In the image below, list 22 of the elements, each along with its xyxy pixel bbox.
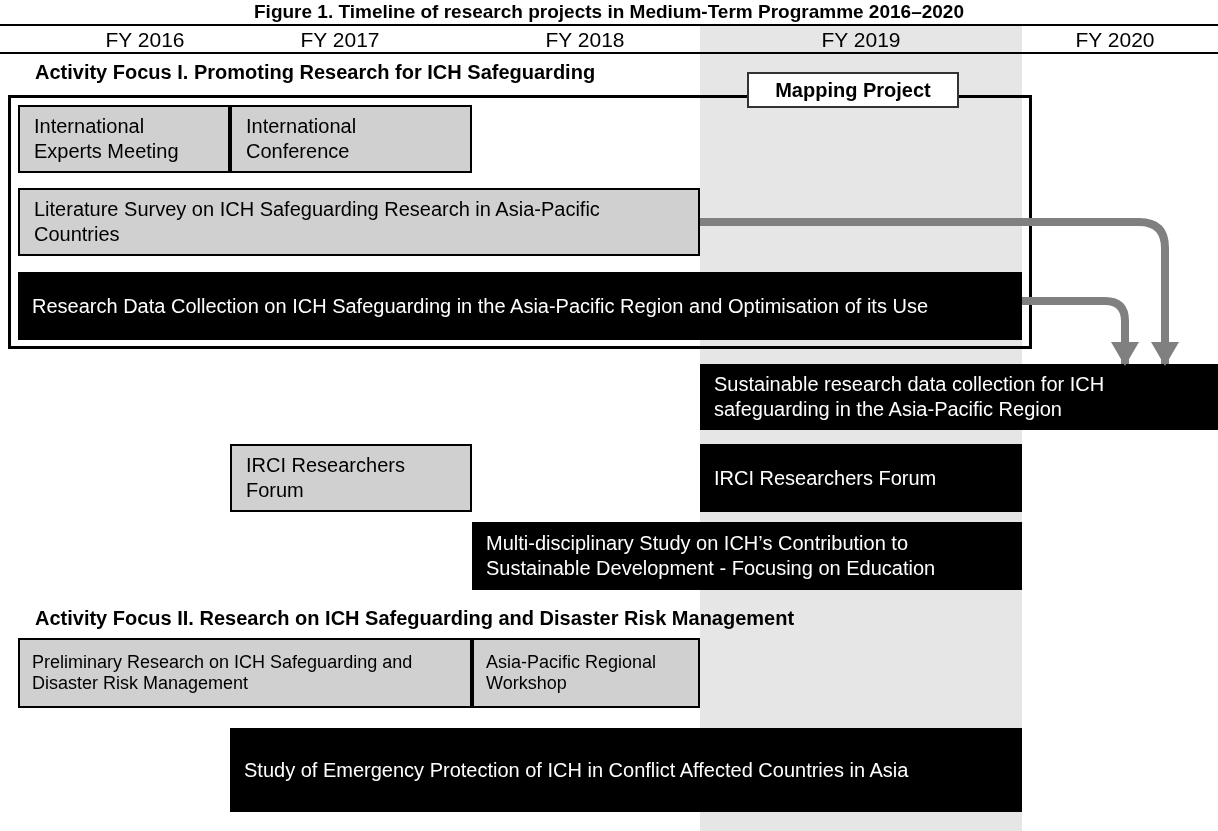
- activity-bar: IRCI Researchers Forum: [700, 444, 1022, 512]
- activity-bar: Asia-Pacific Regional Workshop: [472, 638, 700, 708]
- arrow: [1022, 297, 1139, 366]
- activity-bar: Study of Emergency Protection of ICH in Conflict Affected Countries in Asia: [230, 728, 1022, 812]
- activity-bar: IRCI Researchers Forum: [230, 444, 472, 512]
- activity-bar: Preliminary Research on ICH Safeguarding and Disaster Risk Management: [18, 638, 472, 708]
- year-label: FY 2019: [820, 27, 902, 52]
- year-label: FY 2020: [1074, 27, 1156, 52]
- frame-title: Mapping Project: [747, 72, 959, 108]
- activity-bar: Sustainable research data collection for ICH safeguarding in the Asia-Pacific Region: [700, 364, 1218, 430]
- activity-bar: Multi-disciplinary Study on ICH’s Contribution to Sustainable Development - Focusing on Education: [472, 522, 1022, 590]
- activity-bar: International Conference: [230, 105, 472, 173]
- figure-title: Figure 1. Timeline of research projects in Medium-Term Programme 2016–2020: [253, 0, 965, 23]
- year-label: FY 2017: [299, 27, 381, 52]
- activity-bar: International Experts Meeting: [18, 105, 230, 173]
- year-label: FY 2016: [104, 27, 186, 52]
- arrow: [700, 218, 1179, 366]
- section-heading: Activity Focus II. Research on ICH Safeguarding and Disaster Risk Management: [35, 606, 795, 631]
- activity-bar: Literature Survey on ICH Safeguarding Research in Asia-Pacific Countries: [18, 188, 700, 256]
- section-heading: Activity Focus I. Promoting Research for ICH Safeguarding: [35, 60, 596, 85]
- year-label: FY 2018: [544, 27, 626, 52]
- activity-bar: Research Data Collection on ICH Safeguarding in the Asia-Pacific Region and Optimisation of its Use: [18, 272, 1022, 340]
